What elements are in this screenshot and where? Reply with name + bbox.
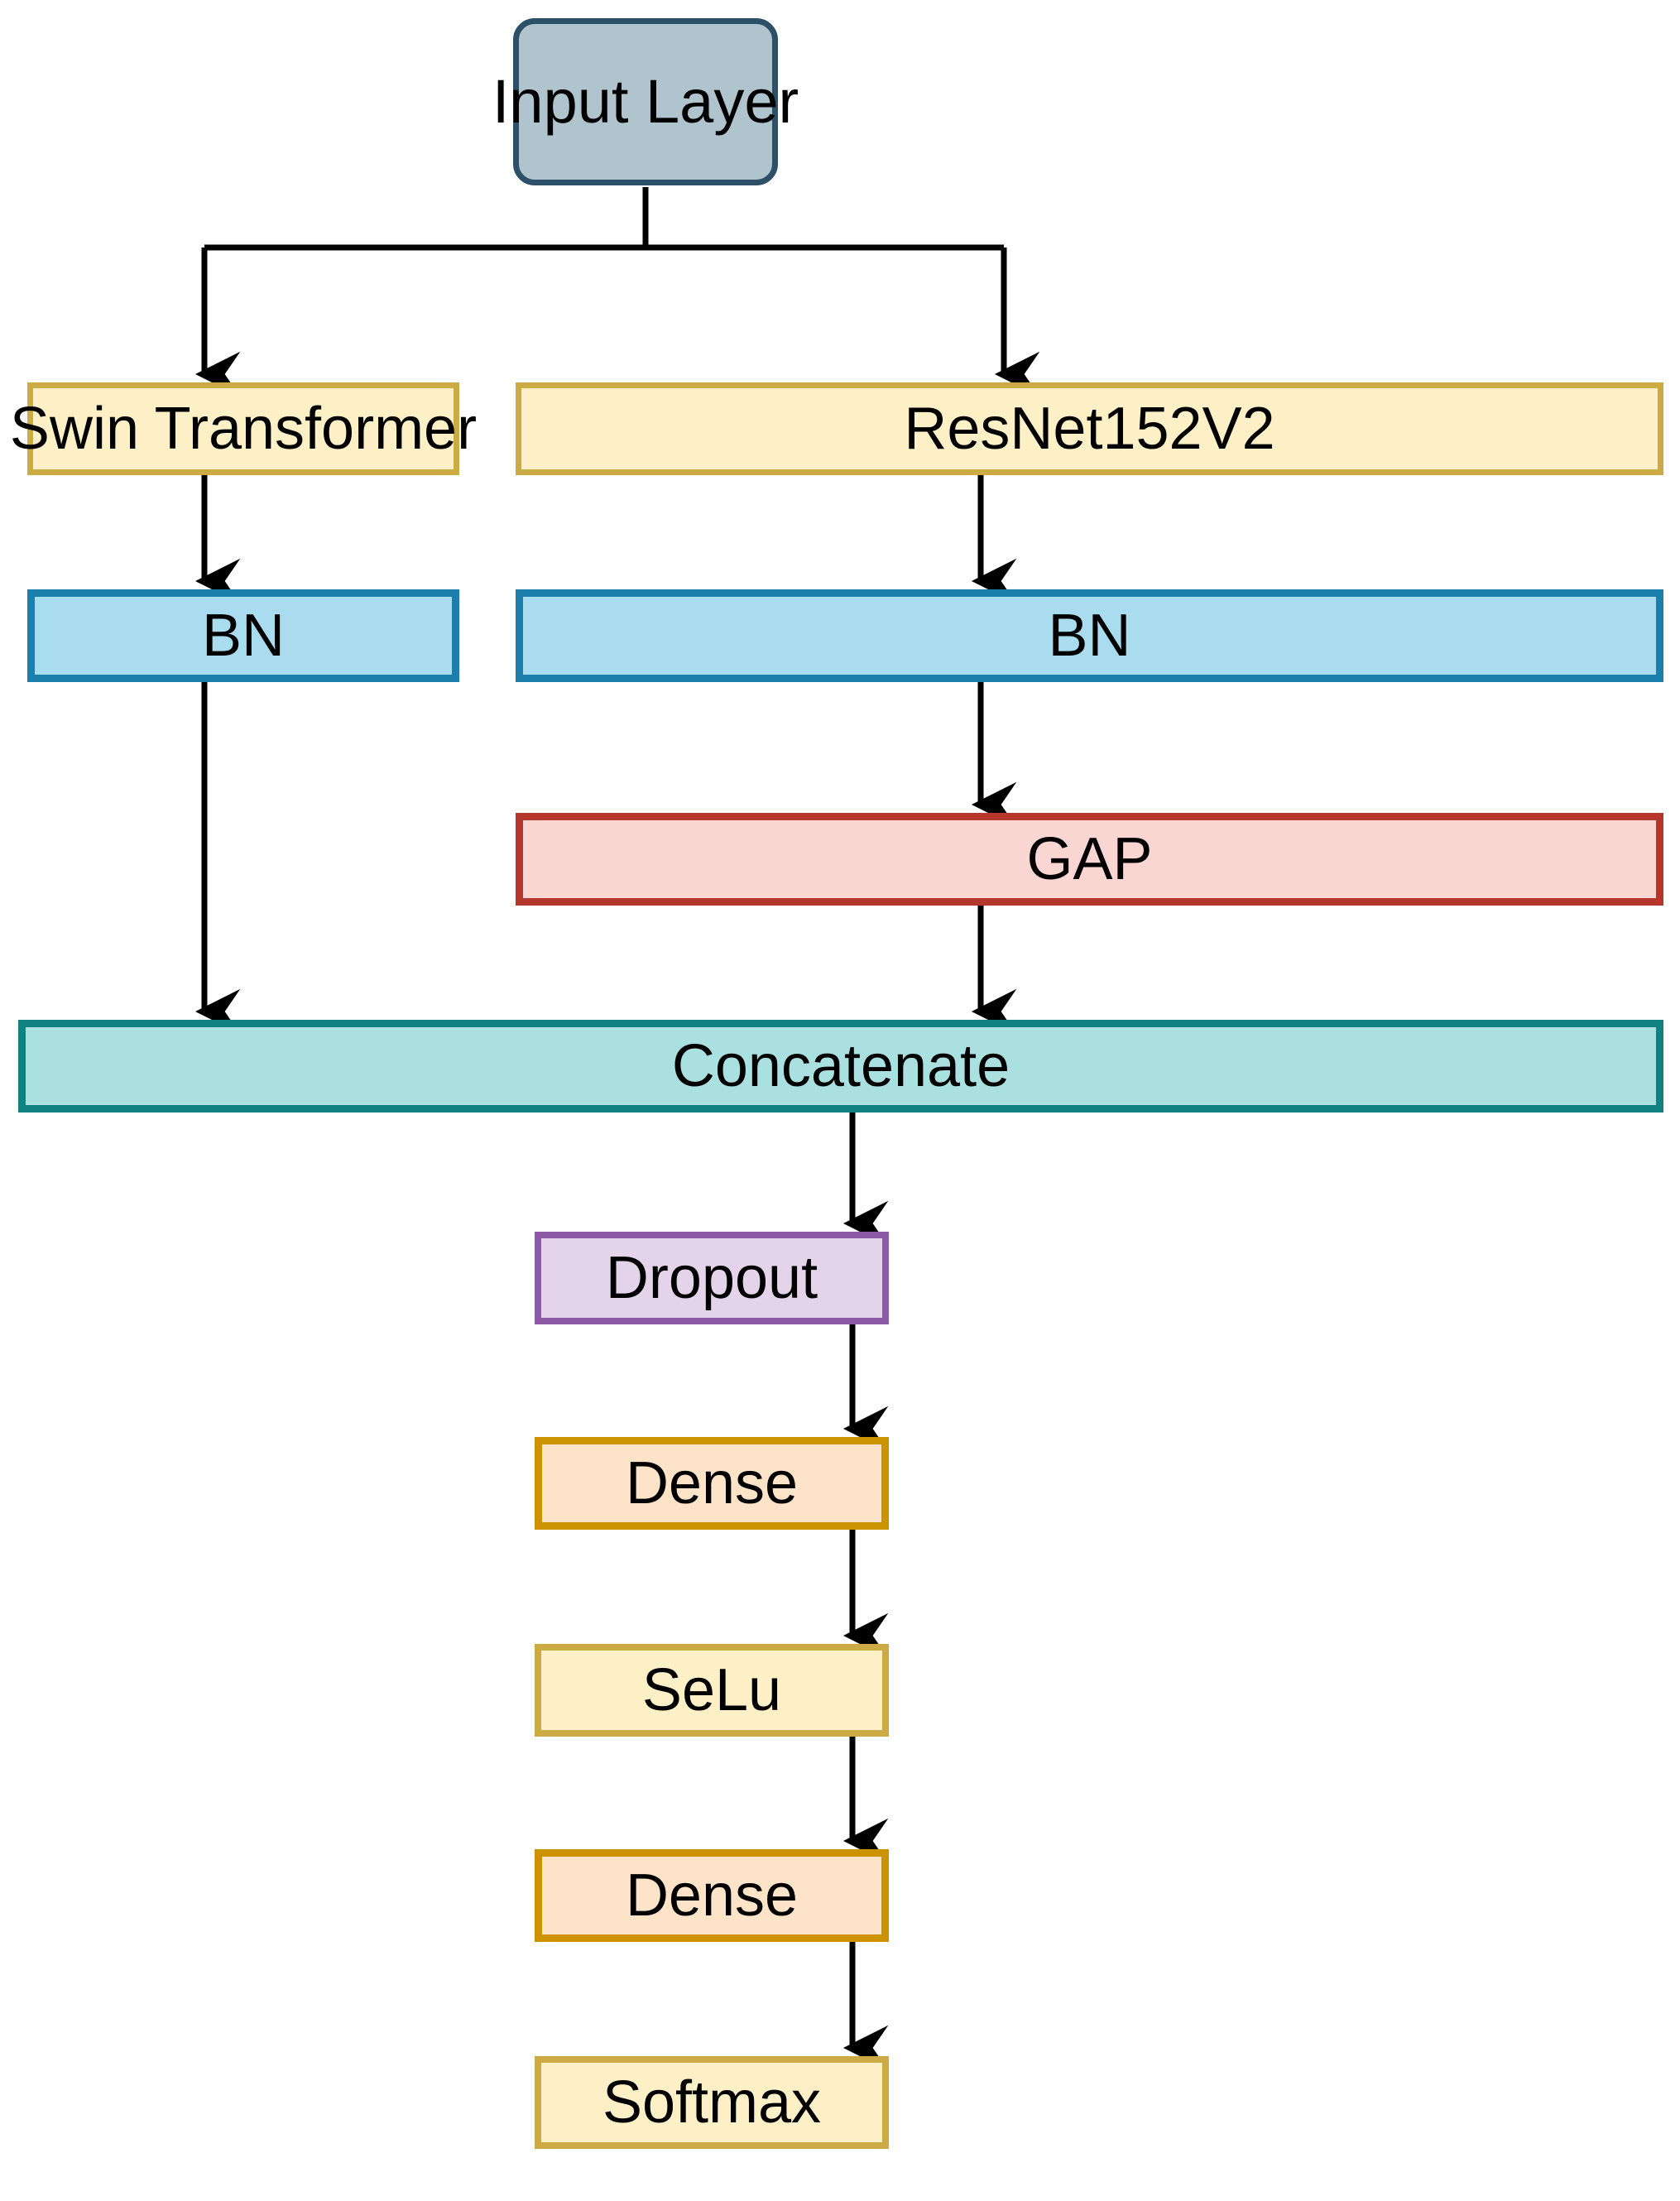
node-label-global-average-pooling: GAP — [1026, 826, 1153, 892]
node-label-dense-second: Dense — [625, 1862, 799, 1929]
node-label-resnet152v2: ResNet152V2 — [904, 396, 1275, 462]
node-label-softmax: Softmax — [602, 2069, 822, 2136]
node-label-dense-first: Dense — [625, 1450, 799, 1516]
node-batch-norm-left[interactable]: BN — [27, 589, 459, 682]
node-selu-activation[interactable]: SeLu — [535, 1644, 889, 1737]
node-global-average-pooling[interactable]: GAP — [516, 813, 1663, 906]
node-concatenate[interactable]: Concatenate — [18, 1020, 1663, 1113]
node-label-selu-activation: SeLu — [641, 1657, 782, 1723]
edge-input-split — [204, 187, 1004, 251]
node-label-concatenate: Concatenate — [671, 1033, 1010, 1099]
node-label-batch-norm-right: BN — [1048, 603, 1131, 669]
node-label-input-layer: Input Layer — [492, 67, 799, 136]
node-dropout[interactable]: Dropout — [535, 1232, 889, 1324]
node-swin-transformer[interactable]: Swin Transformer — [10, 382, 477, 475]
node-dense-first[interactable]: Dense — [535, 1437, 889, 1530]
node-softmax[interactable]: Softmax — [535, 2056, 889, 2149]
node-label-swin-transformer: Swin Transformer — [9, 396, 478, 462]
node-batch-norm-right[interactable]: BN — [516, 589, 1663, 682]
node-dense-second[interactable]: Dense — [535, 1849, 889, 1942]
node-label-dropout: Dropout — [605, 1245, 818, 1311]
node-resnet152v2[interactable]: ResNet152V2 — [516, 382, 1663, 475]
node-label-batch-norm-left: BN — [201, 603, 286, 669]
node-input-layer[interactable]: Input Layer — [492, 18, 799, 185]
